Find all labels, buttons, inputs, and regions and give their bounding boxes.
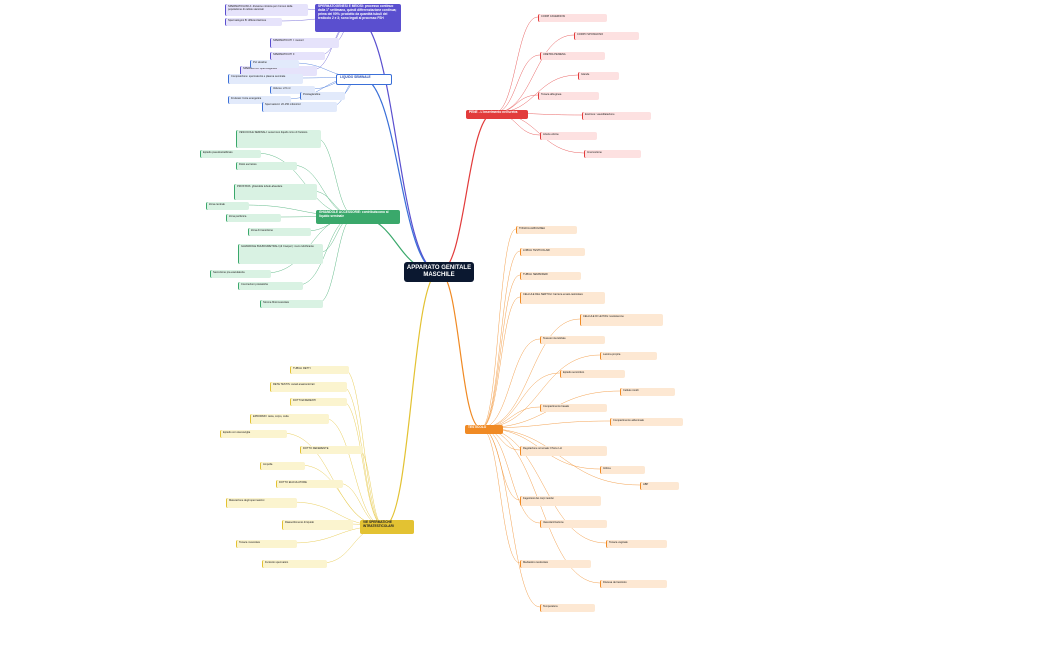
- topic-node[interactable]: TONACA ALBUGINEA: [516, 226, 577, 234]
- branch-spermatogenesi[interactable]: SPERMATOGENESI E MEIOSI: processo contin…: [315, 4, 401, 32]
- topic-node[interactable]: Epitelio con stereociglia: [220, 430, 287, 438]
- topic-node[interactable]: GHIANDOLE BULBOURETRALI (di Cowper): muc…: [238, 244, 323, 264]
- topic-node[interactable]: Volume: 2-5 ml: [270, 86, 315, 94]
- topic-node[interactable]: Stroma fibromuscolare: [260, 300, 323, 308]
- topic-node[interactable]: Riassorbimento di liquido: [282, 520, 353, 530]
- topic-node[interactable]: Compartimento adluminale: [610, 418, 683, 426]
- connector-line: [480, 372, 561, 429]
- connector-line: [341, 385, 385, 527]
- topic-node[interactable]: Tonaca muscolare: [236, 540, 297, 548]
- topic-node[interactable]: Tonaca vaginale: [606, 540, 667, 548]
- topic-node[interactable]: Lamina propria: [600, 352, 657, 360]
- connector-line: [438, 271, 482, 429]
- connector-line: [343, 368, 385, 527]
- connector-line: [359, 76, 440, 273]
- branch-ghiandole-accessorie[interactable]: GHIANDOLE ACCESSORIE: contribuiscono al …: [316, 210, 400, 224]
- branch-pene[interactable]: PENE - L'inserimento nell'uretra: [466, 110, 528, 119]
- topic-node[interactable]: RETE TESTIS: canali anastomizzati: [270, 382, 347, 392]
- topic-node[interactable]: Funicolo spermatico: [262, 560, 327, 568]
- topic-node[interactable]: DOTTI EFFERENTI: [290, 398, 347, 406]
- topic-node[interactable]: Glande: [578, 72, 619, 80]
- topic-node[interactable]: Prostaglandine: [300, 92, 345, 100]
- topic-node[interactable]: Ampolla: [260, 462, 305, 470]
- topic-node[interactable]: PH: alcalino: [250, 60, 299, 68]
- topic-node[interactable]: CORPO SPONGIOSO: [574, 32, 639, 40]
- topic-node[interactable]: Discesa del testicolo: [600, 580, 667, 588]
- topic-node[interactable]: Epitelio seminifero: [560, 370, 625, 378]
- topic-node[interactable]: Arterie elicine: [540, 132, 597, 140]
- topic-node[interactable]: Zona di transizione: [248, 228, 311, 236]
- connector-line: [480, 427, 641, 486]
- connector-line: [480, 427, 541, 608]
- connector-line: [438, 112, 495, 273]
- connector-line: [480, 274, 521, 429]
- branch-testicolo[interactable]: TESTICOLO: [465, 425, 503, 434]
- connector-line: [323, 417, 385, 527]
- topic-node[interactable]: Tessuto interstiziale: [540, 336, 605, 344]
- connector-line: [480, 354, 601, 429]
- topic-node[interactable]: Innervazione: [584, 150, 641, 158]
- topic-node[interactable]: Vascolarizzazione: [540, 520, 607, 528]
- topic-node[interactable]: Cellule mioidi: [620, 388, 675, 396]
- topic-node[interactable]: DOTTO DEFERENTE: [300, 446, 363, 454]
- topic-node[interactable]: Zona periferica: [226, 214, 281, 222]
- topic-node[interactable]: Inibina: [600, 466, 645, 474]
- topic-node[interactable]: SPERMATOCITI I: meiosi I: [270, 38, 339, 48]
- topic-node[interactable]: Temperatura: [540, 604, 595, 612]
- connector-line: [315, 137, 356, 217]
- topic-node[interactable]: Fruttosio: fonte energetica: [228, 96, 291, 104]
- topic-node[interactable]: VESCICOLE SEMINALI: secernono liquido ri…: [236, 130, 321, 148]
- connector-line: [493, 34, 575, 114]
- topic-node[interactable]: Compartimento basale: [540, 404, 607, 412]
- topic-node[interactable]: ABP: [640, 482, 679, 490]
- connector-line: [480, 250, 521, 429]
- branch-vie-spermatiche[interactable]: VIE SPERMATICHE INTRATESTICOLARI: [360, 520, 414, 534]
- topic-node[interactable]: Erezione: vasodilatazione: [582, 112, 651, 120]
- branch-liquido-seminale[interactable]: LIQUIDO SEMINALE: [336, 74, 392, 85]
- connector-line: [480, 228, 517, 429]
- connector-line: [480, 296, 521, 429]
- connector-line: [341, 400, 385, 527]
- topic-node[interactable]: TUBULI RETTI: [290, 366, 349, 374]
- topic-node[interactable]: Regolazione ormonale: FSH e LH: [520, 446, 607, 456]
- connector-line: [354, 16, 440, 273]
- topic-node[interactable]: Epitelio pseudostratificato: [200, 150, 261, 158]
- connector-line: [357, 448, 385, 527]
- topic-node[interactable]: SPERMATOGONI A: divisione mitotica per r…: [225, 4, 308, 16]
- topic-node[interactable]: CELLULE DI LEYDIG: testosterone: [580, 314, 663, 326]
- topic-node[interactable]: LOBULI TESTICOLARI: [520, 248, 585, 256]
- topic-node[interactable]: Maturazione degli spermatozoi: [226, 498, 297, 508]
- topic-node[interactable]: Spermatogoni B: differenziazione: [225, 18, 282, 26]
- topic-node[interactable]: Spermatozoi: 20-150 milioni/ml: [262, 102, 337, 112]
- root-node[interactable]: APPARATO GENITALE MASCHILE: [404, 262, 474, 282]
- topic-node[interactable]: Concrezioni prostatiche: [238, 282, 303, 290]
- topic-node[interactable]: PROSTATA: ghiandola tubulo-alveolare: [234, 184, 317, 200]
- connector-line: [383, 271, 440, 527]
- topic-node[interactable]: Fagocitosi dei corpi residui: [520, 496, 601, 506]
- connector-line: [480, 427, 521, 564]
- topic-node[interactable]: Secrezione pre-eiaculatoria: [210, 270, 271, 278]
- topic-node[interactable]: TUBULI SEMINIFERI: [520, 272, 581, 280]
- topic-node[interactable]: DOTTO EIACULATORE: [276, 480, 343, 488]
- topic-node[interactable]: SPERMATIDI: spermiogenesi: [240, 66, 317, 76]
- topic-node[interactable]: CELLULE DEL SERTOLI: barriera emato-test…: [520, 292, 605, 304]
- connector-line: [299, 464, 385, 527]
- topic-node[interactable]: CORPI CAVERNOSI: [538, 14, 607, 22]
- topic-node[interactable]: Mediastino testicolare: [520, 560, 591, 568]
- topic-node[interactable]: URETRA PENIENA: [540, 52, 605, 60]
- connector-line: [480, 318, 581, 429]
- topic-node[interactable]: Composizione: spermatozoi e plasma semin…: [228, 74, 303, 84]
- topic-node[interactable]: Zona centrale: [206, 202, 249, 210]
- topic-node[interactable]: EPIDIDIMO: testa, corpo, coda: [250, 414, 329, 424]
- connector-line: [493, 16, 539, 114]
- connector-line: [493, 54, 541, 114]
- topic-node[interactable]: SPERMATOCITI II: [270, 52, 325, 60]
- topic-node[interactable]: Dotto escretore: [236, 162, 297, 170]
- topic-node[interactable]: Tonaca albuginea: [538, 92, 599, 100]
